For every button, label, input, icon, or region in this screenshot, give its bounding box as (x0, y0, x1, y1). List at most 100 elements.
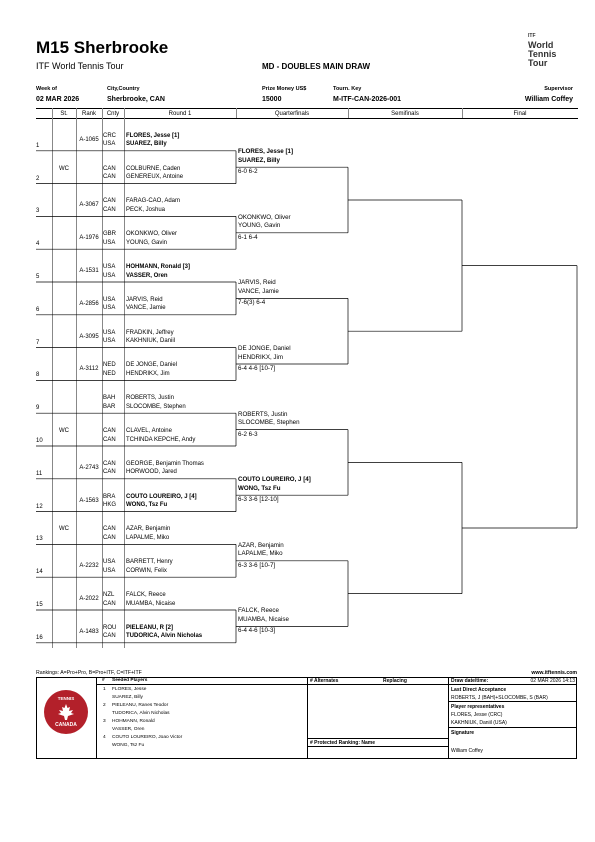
entry-player-1: HOHMANN, Ronald [3] (126, 264, 190, 270)
draw-position: 3 (36, 208, 40, 215)
rt-divider (448, 701, 577, 702)
entry-player-1: FLORES, Jesse [1] (126, 132, 180, 139)
entry-rank: A-1563 (79, 497, 99, 504)
supervisor-label: Supervisor (544, 86, 573, 92)
draw-position: 15 (36, 602, 43, 608)
protected-divider (307, 738, 448, 739)
tennis-canada-logo: TENNIS CANADA (44, 690, 88, 734)
col-cnty: Cnty (106, 111, 120, 117)
draw-position: 7 (36, 339, 40, 346)
player-reps-label: Player representatives (451, 704, 505, 710)
draw-type: MD - DOUBLES MAIN DRAW (262, 62, 370, 71)
entry-country-2: HKG (103, 502, 117, 509)
entry-country-2: USA (103, 567, 116, 574)
seed-number: 4 (103, 735, 106, 740)
prize-label: Prize Money US$ (262, 86, 307, 92)
qf-score: 6-2 6-3 (238, 430, 258, 438)
entry-country-2: CAN (103, 633, 116, 640)
entry-player-2: PECK, Joshua (126, 206, 166, 213)
city-value: Sherbrooke, CAN (107, 96, 165, 103)
qf-score: 6-0 6-2 (238, 168, 258, 176)
col-rank: Rank (81, 111, 96, 117)
entry-country-2: CAN (103, 534, 116, 541)
entry-player-2: LAPALME, Miko (126, 534, 170, 541)
qf-player-2: HENDRIKX, Jim (238, 353, 284, 361)
entry-country-2: USA (103, 272, 116, 279)
entry-player-1: FRADKIN, Jeffrey (126, 329, 174, 336)
city-label: City,Country (107, 86, 140, 92)
seed-player-b: VASSER, Oren (112, 727, 145, 732)
col-sep (462, 108, 463, 118)
entry-status: WC (59, 165, 69, 172)
col-sep (348, 108, 349, 118)
qf-score: 6-4 4-6 [10-7] (238, 365, 276, 372)
seed-head: Seeded Players (112, 678, 148, 683)
draw-position: 11 (36, 470, 43, 477)
entry-player-2: SUAREZ, Billy (126, 141, 167, 148)
entry-country-1: NED (103, 362, 116, 369)
entry-country-2: CAN (103, 174, 116, 181)
qf-score: 6-1 6-4 (238, 233, 258, 241)
draw-position: 8 (36, 372, 40, 379)
entry-player-2: HENDRIKX, Jim (126, 370, 170, 377)
entry-player-1: CLAVEL, Antoine (126, 428, 172, 434)
entry-rank: A-3112 (79, 366, 99, 373)
entry-player-1: OKONKWO, Oliver (126, 231, 178, 238)
entry-player-1: BARRETT, Henry (126, 559, 173, 566)
entry-country-1: CAN (103, 428, 116, 434)
entry-country-2: CAN (103, 436, 116, 443)
qf-score: 6-3 3-6 [10-7] (238, 561, 276, 569)
entry-player-1: DE JONGE, Daniel (126, 362, 178, 369)
player-rep-1: FLORES, Jesse (CRC) (451, 712, 503, 718)
lda-value: ROBERTS, J (BAH)+SLOCOMBE, S (BAR) (451, 695, 548, 701)
qf-player-2: WONG, Tsz Fu (238, 484, 281, 492)
seed-divider (96, 684, 307, 685)
seed-player-b: SUAREZ, Billy (112, 695, 143, 700)
entry-rank: A-2022 (79, 596, 99, 602)
footer-sep (307, 677, 308, 759)
protected-divider-2 (307, 746, 448, 747)
col-sep (52, 108, 53, 648)
entry-player-1: ROBERTS, Justin (126, 395, 174, 402)
column-header-divider (36, 118, 578, 119)
entry-country-2: NED (103, 370, 116, 377)
replacing-head: Replacing (383, 678, 407, 684)
draw-position: 12 (36, 503, 43, 510)
entry-country-1: NZL (103, 592, 115, 598)
col-quarterfinals: Quarterfinals (274, 111, 310, 117)
draw-position: 10 (36, 438, 43, 444)
draw-position: 1 (36, 142, 40, 149)
entry-player-2: CORWIN, Felix (126, 567, 167, 574)
seed-number: 3 (103, 719, 106, 724)
tourn-key-value: M-ITF-CAN-2026-001 (333, 96, 402, 103)
week-label: Week of (36, 86, 57, 92)
entry-player-2: WONG, Tsz Fu (126, 502, 168, 509)
draw-position: 4 (36, 241, 40, 248)
col-st: St. (60, 111, 68, 117)
entry-player-2: HORWOOD, Jared (126, 469, 177, 476)
col-sep (76, 108, 77, 648)
qf-player-2: SLOCOMBE, Stephen (238, 419, 300, 427)
lda-label: Last Direct Acceptance (451, 687, 507, 693)
draw-position: 9 (36, 405, 40, 412)
entry-country-1: USA (103, 264, 116, 270)
entry-player-2: SLOCOMBE, Stephen (126, 403, 186, 410)
alt-divider (307, 684, 448, 685)
entry-country-1: CAN (103, 526, 116, 533)
qf-player-1: FLORES, Jesse [1] (238, 148, 294, 156)
itf-world-tennis-tour-logo: ITF World Tennis Tour (528, 33, 557, 68)
entry-rank: A-2743 (79, 464, 99, 471)
entry-country-2: USA (103, 338, 116, 345)
maple-leaf-icon (57, 704, 75, 720)
qf-player-2: SUAREZ, Billy (238, 156, 280, 164)
entry-status: WC (59, 526, 69, 533)
prize-value: 15000 (262, 96, 282, 103)
entry-country-2: CAN (103, 206, 116, 213)
entry-player-1: GEORGE, Benjamin Thomas (126, 460, 204, 467)
entry-country-1: GBR (103, 231, 117, 238)
entry-player-1: AZAR, Benjamin (126, 526, 171, 533)
entry-player-2: VANCE, Jamie (126, 305, 166, 312)
entry-country-1: USA (103, 559, 116, 566)
qf-score: 6-4 4-6 [10-3] (238, 627, 276, 635)
